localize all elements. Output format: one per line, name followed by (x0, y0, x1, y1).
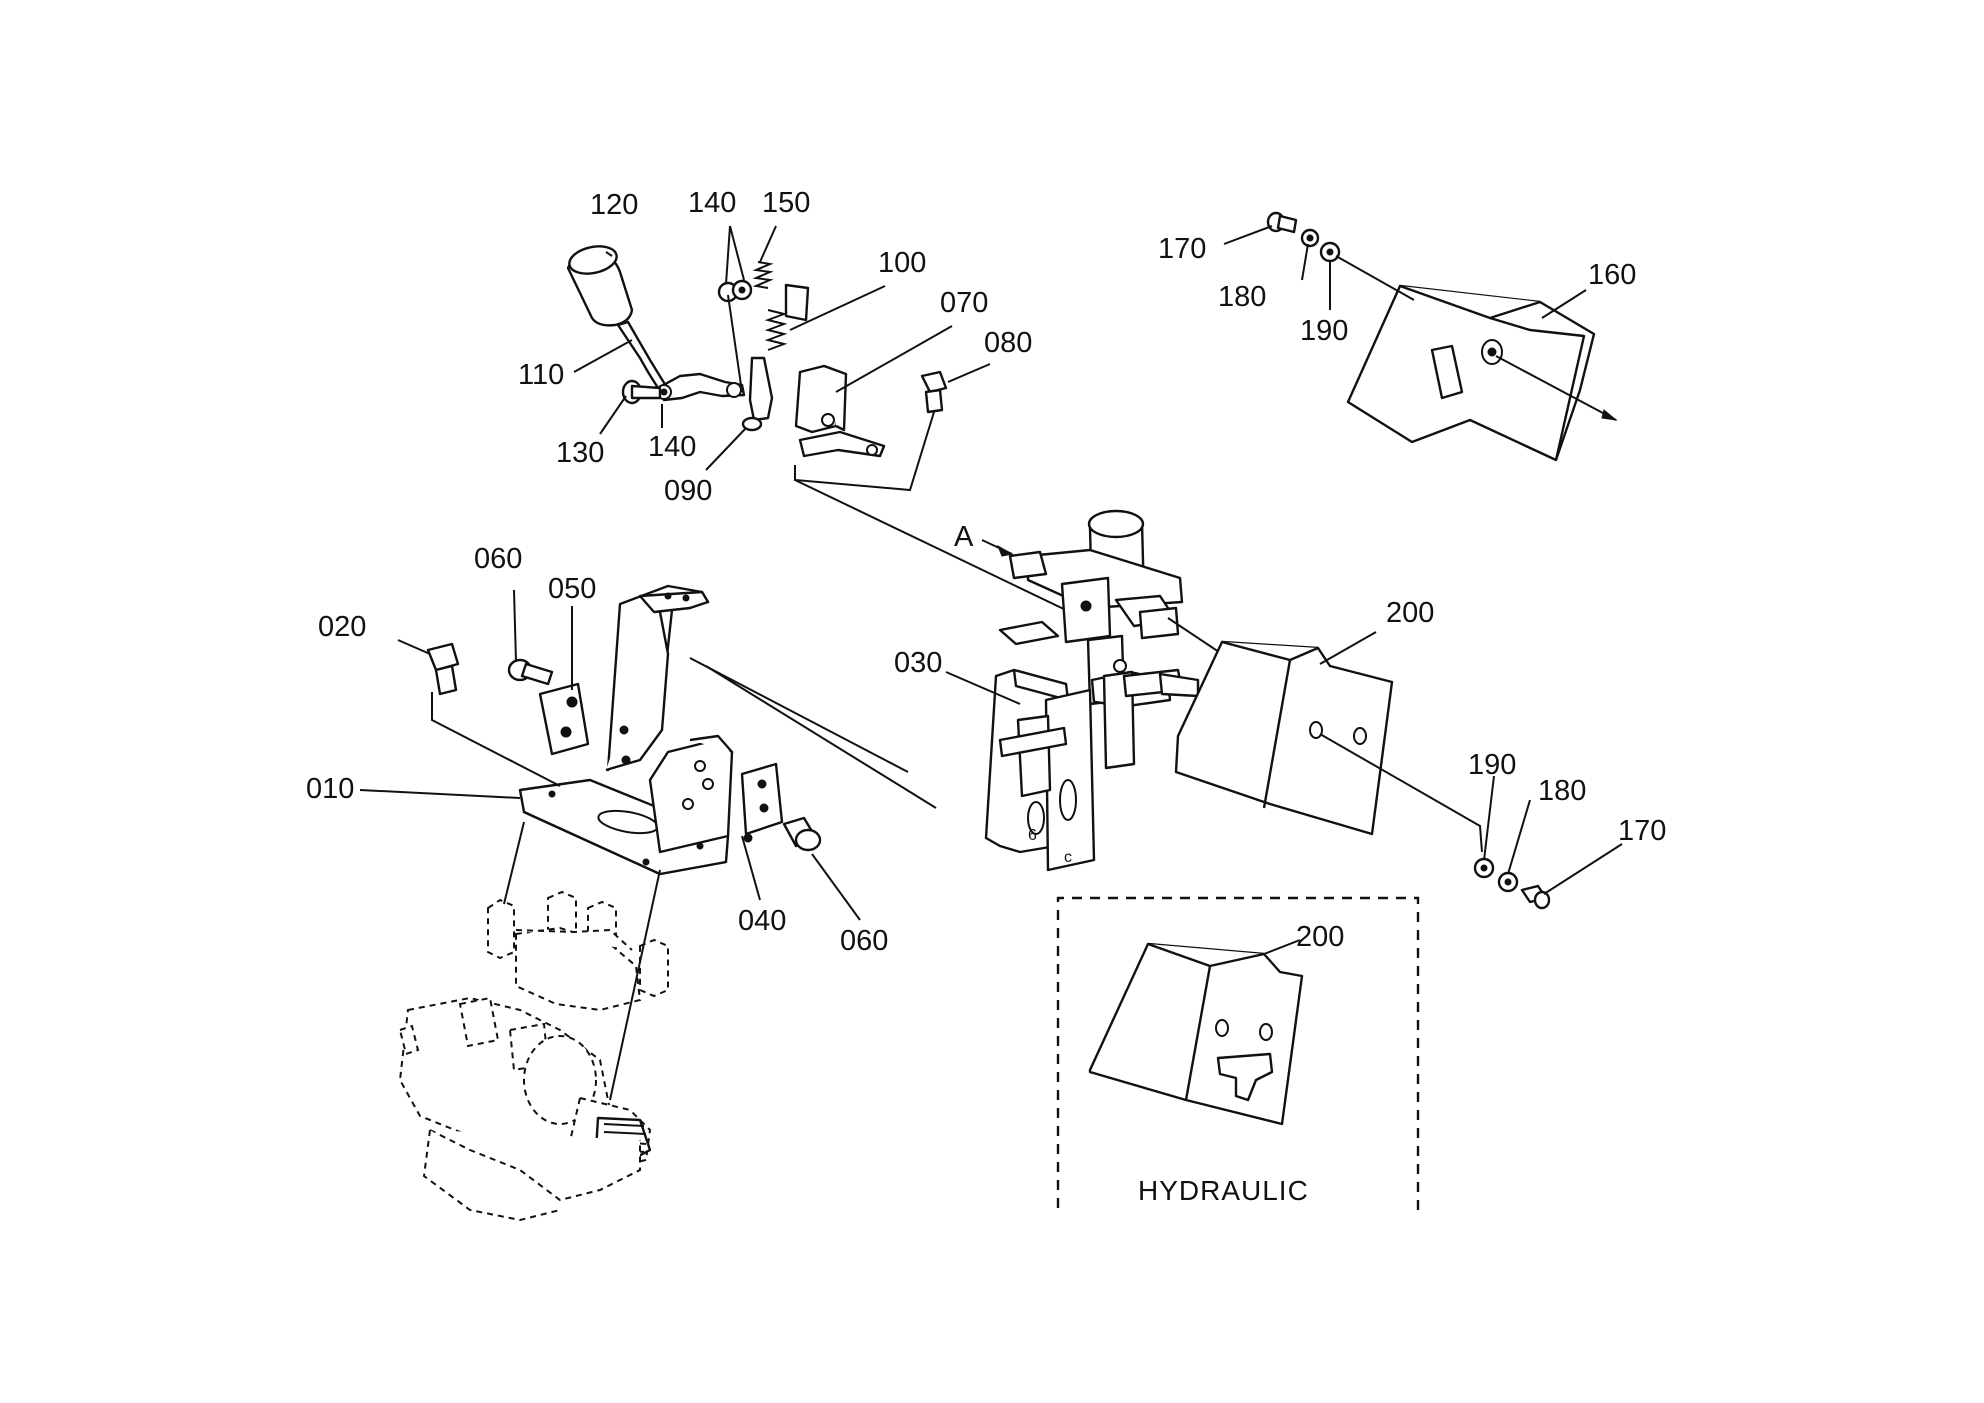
label-160: 160 (1588, 259, 1636, 291)
bolt-060-lower (782, 816, 822, 852)
bolt-130 (621, 379, 662, 405)
label-140-upper: 140 (688, 187, 736, 219)
label-190-bottom: 190 (1468, 749, 1516, 781)
label-020: 020 (318, 611, 366, 643)
label-170-top: 170 (1158, 233, 1206, 265)
label-180-top: 180 (1218, 281, 1266, 313)
lever-110 (616, 320, 746, 402)
cover-200-hydraulic (1088, 942, 1304, 1126)
rod-090 (741, 356, 774, 432)
label-110: 110 (518, 359, 564, 391)
label-040: 040 (738, 905, 786, 937)
svg-text:6: 6 (1028, 827, 1037, 844)
label-010: 010 (306, 773, 354, 805)
clamp-050 (538, 682, 590, 756)
spring-150 (752, 261, 774, 289)
label-200-hydraulic: 200 (1296, 921, 1344, 953)
washer-190-bottom (1473, 857, 1495, 879)
label-170-bottom: 170 (1618, 815, 1666, 847)
cover-160 (1346, 284, 1618, 462)
label-130: 130 (556, 437, 604, 469)
label-050: 050 (548, 573, 596, 605)
label-120: 120 (590, 189, 638, 221)
part-labels: 120 140 150 100 070 080 110 130 140 090 … (306, 187, 1666, 957)
label-080: 080 (984, 327, 1032, 359)
bolt-170-top (1266, 211, 1298, 234)
label-200: 200 (1386, 597, 1434, 629)
label-180-bottom: 180 (1538, 775, 1586, 807)
label-060-upper: 060 (474, 543, 522, 575)
fasteners-top (1266, 211, 1415, 301)
label-090: 090 (664, 475, 712, 507)
label-070: 070 (940, 287, 988, 319)
washer-180-bottom (1497, 871, 1519, 893)
svg-text:c: c (1064, 849, 1072, 866)
label-leaders (359, 225, 1623, 955)
bolt-060-upper (507, 658, 554, 686)
spring-100 (764, 309, 788, 351)
hydraulic-inset: HYDRAULIC (1056, 896, 1420, 1218)
label-150: 150 (762, 187, 810, 219)
steering-gearbox (398, 821, 669, 1222)
bolt-080 (920, 370, 948, 414)
label-060-lower: 060 (840, 925, 888, 957)
label-140-lower: 140 (648, 431, 696, 463)
inset-caption: HYDRAULIC (1138, 1175, 1309, 1206)
knob-120 (566, 245, 634, 327)
label-100: 100 (878, 247, 926, 279)
bracket-070 (794, 364, 886, 458)
lever-assembly (566, 245, 1071, 613)
bolt-020 (426, 642, 460, 696)
fasteners-bottom (1473, 857, 1551, 910)
washer-190-top (1319, 241, 1341, 263)
cover-200 (1174, 640, 1483, 853)
label-view-a: A (954, 521, 974, 553)
bolt-170-bottom (1520, 884, 1551, 910)
clamp-040 (740, 762, 784, 843)
label-190-top: 190 (1300, 315, 1348, 347)
label-030: 030 (894, 647, 942, 679)
nut-140-upper (717, 279, 753, 303)
base-bracket-assembly (426, 584, 937, 876)
column-030: 6 c (981, 509, 1241, 872)
washer-180-top (1300, 228, 1320, 248)
